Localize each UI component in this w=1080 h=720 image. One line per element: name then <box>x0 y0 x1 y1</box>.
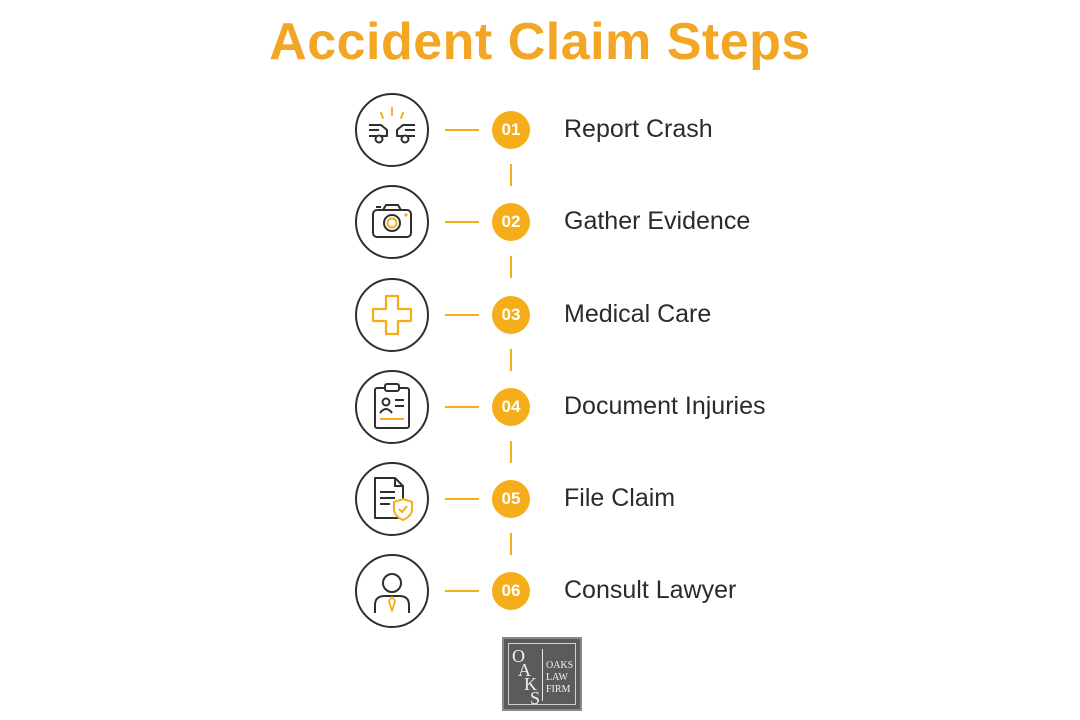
step-icon-circle <box>355 185 429 259</box>
logo-letter: A <box>518 660 531 680</box>
step-icon-circle <box>355 462 429 536</box>
oaks-law-firm-logo: O A K S OAKS LAW FIRM <box>502 637 582 711</box>
page-title: Accident Claim Steps <box>269 13 811 71</box>
step-number-badge: 05 <box>492 480 530 518</box>
step-timeline-line <box>510 164 512 186</box>
step-number-badge: 06 <box>492 572 530 610</box>
step-label: Report Crash <box>564 115 713 143</box>
camera-icon <box>372 204 412 238</box>
step-label: Document Injuries <box>564 392 766 420</box>
step-connector <box>445 498 479 500</box>
step-icon-circle <box>355 554 429 628</box>
step-label: Gather Evidence <box>564 207 751 235</box>
step-connector <box>445 406 479 408</box>
lawyer-icon <box>374 573 410 613</box>
step-label: Medical Care <box>564 300 712 328</box>
logo-word: OAKS <box>546 660 574 671</box>
step-icon-circle <box>355 278 429 352</box>
step-icon-circle <box>355 370 429 444</box>
clipboard-icon <box>374 383 410 429</box>
step-number-badge: 03 <box>492 296 530 334</box>
step-timeline-line <box>510 441 512 463</box>
step-connector <box>445 129 479 131</box>
logo-word: LAW <box>546 672 568 683</box>
logo-word: FIRM <box>546 684 571 695</box>
step-label: Consult Lawyer <box>564 576 737 604</box>
step-connector <box>445 314 479 316</box>
step-timeline-line <box>510 256 512 278</box>
step-connector <box>445 590 479 592</box>
logo-letter: K <box>524 674 537 694</box>
step-number-badge: 04 <box>492 388 530 426</box>
step-number-badge: 02 <box>492 203 530 241</box>
car-crash-icon <box>369 107 415 144</box>
logo-letter: O <box>512 646 525 666</box>
logo-divider <box>542 649 543 701</box>
step-timeline-line <box>510 349 512 371</box>
step-timeline-line <box>510 533 512 555</box>
step-number-badge: 01 <box>492 111 530 149</box>
step-connector <box>445 221 479 223</box>
logo-letter: S <box>530 688 541 708</box>
document-shield-icon <box>374 477 413 522</box>
step-icon-circle <box>355 93 429 167</box>
logo-frame <box>508 643 576 705</box>
step-label: File Claim <box>564 484 676 512</box>
medical-cross-icon <box>371 294 413 336</box>
